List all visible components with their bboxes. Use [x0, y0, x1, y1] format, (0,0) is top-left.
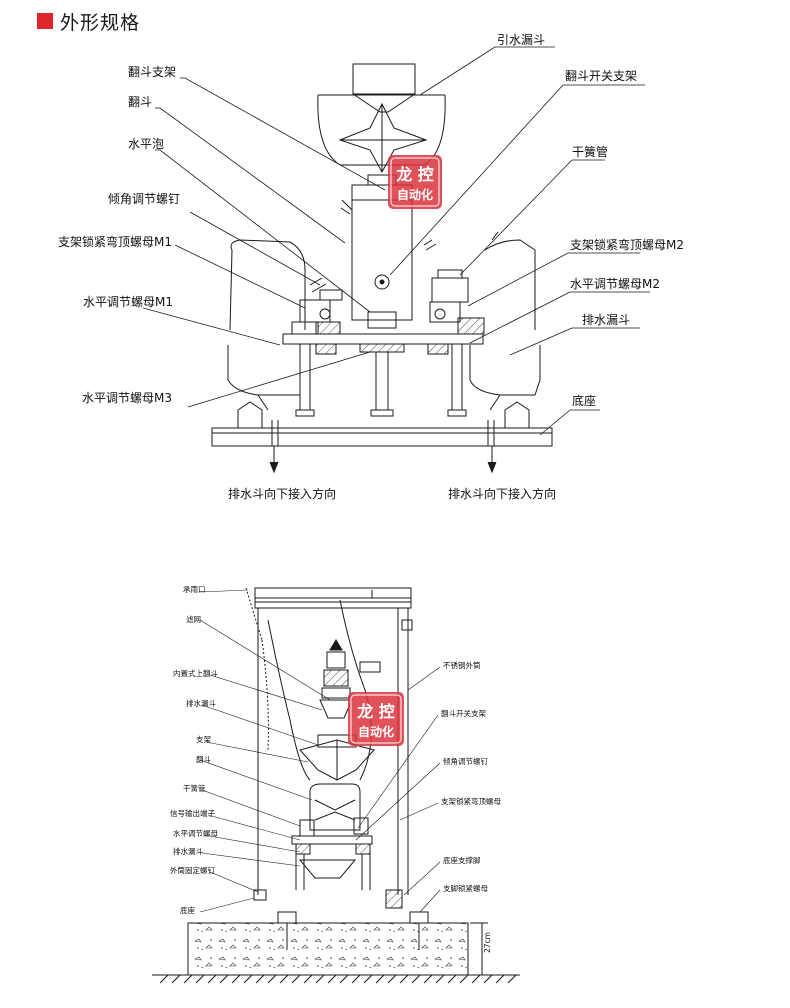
label2-base: 底座 [180, 905, 195, 915]
base-plate [211, 427, 553, 447]
label-base: 底座 [572, 393, 596, 408]
section-title: 外形规格 [60, 11, 141, 34]
label2-foot-screw: 支脚锁紧螺母 [443, 883, 488, 893]
label-frame-lock-nut-m2: 支架锁紧弯顶螺母M2 [570, 237, 684, 252]
label-level-nut-m3: 水平调节螺母M3 [82, 391, 172, 405]
svg-text:龙 控: 龙 控 [395, 165, 434, 184]
outlet-arrows [269, 446, 497, 474]
label2-level-nut: 水平调节螺母 [173, 828, 218, 838]
section-bullet-icon [37, 13, 53, 29]
label2-anchor-bolt: 外筒固定螺钉 [170, 865, 215, 875]
lower-bucket [291, 783, 373, 890]
label-tipping-bucket: 翻斗 [128, 95, 152, 109]
label-angle-screw: 倾角调节螺钉 [108, 192, 180, 206]
tipping-bucket-part [338, 102, 428, 174]
label2-bucket-upper: 内置式上翻斗 [173, 668, 218, 678]
label-outlet-right: 排水斗向下接入方向 [448, 486, 556, 501]
right-nut-assembly [429, 269, 485, 335]
label2-drain-funnel: 排水漏斗 [186, 698, 216, 708]
label-bucket-switch-bracket: 翻斗开关支架 [565, 69, 637, 83]
support-legs [295, 344, 467, 417]
label2-bracket: 支架 [196, 734, 211, 744]
label2-filter: 滤网 [186, 614, 201, 624]
diagram-front-view [211, 63, 553, 474]
diagram1-leaders [142, 46, 650, 436]
label-level-nut-m1: 水平调节螺母M1 [83, 295, 173, 309]
label2-base-fixing: 底座支撑脚 [443, 855, 481, 865]
diagram-section-view [152, 587, 520, 984]
label2-angle-screw: 倾角调节螺钉 [443, 756, 488, 766]
label2-drain-bucket: 排水漏斗 [173, 846, 203, 856]
section-header: 外形规格 [37, 6, 140, 36]
svg-text:龙 控: 龙 控 [356, 702, 395, 721]
left-nut-assembly [291, 277, 343, 335]
svg-text:自动化: 自动化 [358, 724, 394, 739]
label-level-nut-m2: 水平调节螺母M2 [570, 277, 660, 291]
label2-dry-reed: 干簧管 [183, 783, 206, 793]
label2-tipping-bucket: 翻斗 [196, 755, 211, 764]
filter-column [319, 639, 381, 719]
label2-frame-lock: 支架锁紧弯顶螺母 [441, 796, 501, 806]
label2-switch-bracket: 翻斗开关支架 [441, 708, 486, 718]
label-drain-funnel-lower: 排水漏斗 [582, 313, 630, 327]
upper-bucket [299, 734, 375, 781]
label2-signal-terminal: 信号输出端子 [170, 808, 215, 818]
concrete-foundation [152, 911, 520, 984]
label-drain-funnel: 引水漏斗 [497, 33, 545, 47]
right-foot [504, 401, 530, 428]
label2-dimension: 27cm [483, 932, 492, 953]
left-shell [227, 239, 306, 411]
label-level-bubble: 水平泡 [128, 137, 164, 151]
level-plate [282, 333, 484, 345]
watermark-logo-2: 龙 控 自动化 [348, 692, 404, 746]
label-frame-lock-nut-m1: 支架锁紧弯顶螺母M1 [58, 234, 172, 249]
right-shell [469, 231, 541, 411]
label-dry-reed-tube: 干簧管 [572, 144, 608, 159]
label-outlet-left: 排水斗向下接入方向 [228, 486, 336, 501]
label2-rain-ring: 承雨口 [183, 585, 206, 594]
watermark-logo-1: 龙 控 自动化 [388, 155, 442, 209]
diagram2-leaders [199, 589, 441, 913]
label-tipping-bucket-frame: 翻斗支架 [128, 65, 176, 79]
left-foot [237, 401, 263, 428]
svg-text:自动化: 自动化 [397, 187, 433, 202]
inner-funnel [267, 599, 372, 781]
label2-outer-tube: 不锈钢外筒 [443, 660, 481, 670]
